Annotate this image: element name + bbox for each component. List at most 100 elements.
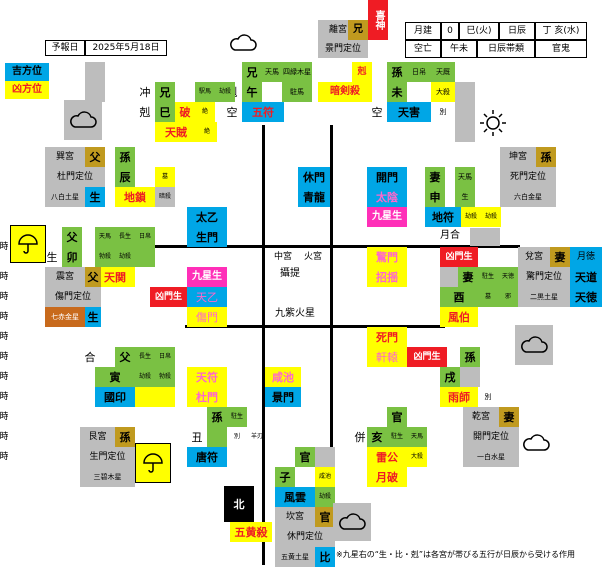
grid-line-vertical-right [330, 125, 333, 565]
nishi-ja-tag: 邪 [498, 287, 518, 307]
mi-branch: 巳 [155, 102, 175, 122]
gray-block-top-left [85, 62, 105, 102]
north-badge: 北 [224, 486, 254, 522]
kanchi: 咸池 [265, 367, 301, 387]
u-chosei-tag: 長生 [115, 227, 135, 247]
daisatsu-tag: 大殺 [431, 82, 455, 102]
grid-line-horizontal-bottom [185, 325, 445, 328]
koku-mark-left: 剋 [139, 105, 151, 119]
side-time: 時 [0, 431, 8, 442]
kentou: 軒轅 [367, 347, 407, 367]
date-value: 2025年5月18日 [85, 40, 167, 56]
sun-icon [475, 105, 511, 141]
kan-gu-label: 坎宮 [275, 507, 315, 527]
ha-mark: 破 [175, 102, 195, 122]
date-label: 予報日 [45, 40, 85, 56]
zetsu-tag-2: 絶 [197, 122, 217, 142]
geppa-star: 月破 [367, 467, 407, 487]
u-tenma-tag: 天馬 [95, 227, 115, 247]
kyusei-sei-badge: 九星生 [367, 207, 407, 227]
gray-block-right-top [455, 82, 475, 142]
saru-branch: 申 [425, 187, 445, 207]
gon-gu-label: 艮宮 [80, 427, 115, 447]
tenma-tag-left: 駅馬 [195, 82, 215, 102]
chu-mark: 冲 [139, 85, 151, 99]
green-block-ushi [207, 427, 227, 447]
kubou-label: 空亡 [405, 40, 441, 58]
hei-mark: 併 [354, 430, 366, 444]
zetsu-tag: 絶 [195, 102, 215, 122]
day-label: 日辰 [499, 22, 535, 40]
tatsu-branch: 辰 [115, 167, 135, 187]
side-time: 時 [0, 351, 8, 362]
ushi-yoshitsu-tag: 羊刃 [250, 433, 263, 440]
kai-mon-tei-label: 開門定位 [463, 427, 519, 447]
kon-mago-badge: 孫 [536, 147, 556, 167]
shin-star: 七赤金星 [45, 307, 85, 327]
kyu-mon-tei-label: 休門定位 [275, 527, 335, 547]
chi-ken-star: 一白水星 [463, 447, 519, 467]
i-tenma-tag: 天馬 [407, 427, 427, 447]
u-fu: 父 [62, 227, 82, 247]
kan-label: 官鬼 [535, 40, 587, 58]
ani-badge: 兄 [348, 20, 368, 40]
i-kan: 官 [387, 407, 407, 427]
tora-tozoku-tag: 劫殺 [135, 367, 155, 387]
side-time: 時 [0, 291, 8, 302]
kubou-value: 午未 [441, 40, 477, 58]
ankou-tag: 暗殺 [155, 187, 175, 207]
center-sho-mon: 傷門 [187, 307, 227, 327]
betsu-tag-inu: 別 [484, 392, 492, 401]
tozoku-tag-left: 劫殺 [215, 82, 235, 102]
side-time: 時 [0, 391, 8, 402]
cloud-icon [64, 100, 102, 140]
i-branch: 亥 [367, 427, 387, 447]
nishi-hakusei-tag: 駐生 [478, 267, 498, 287]
son-sei-badge: 生 [85, 187, 105, 207]
shokyo: 招揺 [367, 267, 407, 287]
kyousatsu-tag: 劫殺 [461, 207, 481, 227]
kei-mon: 景門 [265, 387, 301, 407]
raikou-star: 雷公 [367, 447, 407, 467]
sei-mon: 生門 [187, 227, 227, 247]
hitsuji-branch: 未 [387, 82, 407, 102]
grid-line-horizontal-top [140, 245, 520, 248]
toufu-star: 唐符 [187, 447, 227, 467]
inu-branch: 戌 [440, 367, 460, 387]
shisatsu-tag: 四緑木星 [282, 62, 312, 82]
gon-sei-mon-label: 生門定位 [80, 447, 135, 467]
da-star: 二黒土星 [518, 287, 570, 307]
shin-sei-badge: 生 [85, 307, 101, 327]
son-star: 八白土星 [45, 187, 85, 207]
kuu-mark: 空 [226, 105, 238, 119]
ushi-star: 雨師 [440, 387, 478, 407]
kyo-mon: 驚門 [367, 247, 407, 267]
u-sai-tag-2: 劫殺 [115, 247, 135, 267]
hinichi-tag: 日帛 [407, 62, 431, 82]
chi-ken-label: 乾宮 [463, 407, 499, 427]
da-gu-label: 兌宮 [518, 247, 550, 267]
gray-block-nishi [440, 267, 458, 287]
mago-badge: 孫 [387, 62, 407, 82]
ka-gu-label: 火宮 [303, 251, 322, 262]
getsu-toku: 月徳 [570, 247, 602, 267]
month-value: 巳(火) [459, 22, 499, 40]
ken-ani: 兄 [242, 62, 262, 82]
sw-mago: 孫 [115, 147, 135, 167]
side-time: 時 [0, 271, 8, 282]
tl-ani: 兄 [155, 82, 175, 102]
gray-block-inu [460, 367, 480, 387]
side-time: 時 [0, 241, 8, 252]
u-branch: 卯 [62, 247, 82, 267]
tenkyou-star: 天害 [387, 102, 431, 122]
tora-fu: 父 [115, 347, 135, 367]
kyu-shi-label: 九紫火星 [275, 308, 315, 319]
kai-mon: 開門 [367, 167, 407, 187]
tenki: 天乙 [187, 287, 227, 307]
bad-direction-label: 凶方位 [5, 81, 49, 99]
ten-fu: 天符 [187, 367, 227, 387]
tora-hinichi-tag: 日帛 [155, 347, 175, 367]
center-kyomon-sei: 凶門生 [150, 287, 187, 307]
nishi-branch: 酉 [440, 287, 478, 307]
kokuin-star: 國印 [95, 387, 135, 407]
